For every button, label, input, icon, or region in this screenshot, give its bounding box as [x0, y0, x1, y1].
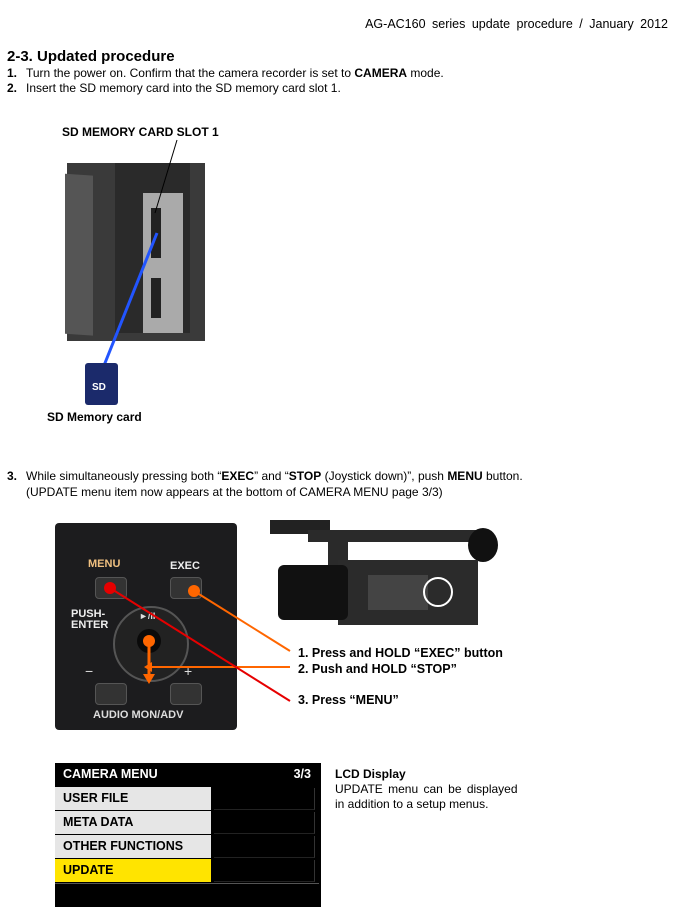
- menu-divider: [55, 883, 319, 884]
- lcd-note: LCD Display UPDATE menu can be displayed…: [335, 767, 518, 812]
- step-text: While simultaneously pressing both “: [26, 469, 222, 483]
- step-text: mode.: [407, 66, 444, 80]
- svg-text:SD: SD: [92, 382, 106, 393]
- play-pause-icon: ►/II: [139, 611, 156, 621]
- push-label: PUSH-: [71, 608, 106, 620]
- step-number: 1.: [7, 66, 18, 80]
- sd-slot-label: SD MEMORY CARD SLOT 1: [62, 125, 219, 139]
- callout-exec: 1. Press and HOLD “EXEC” button: [298, 646, 503, 660]
- step-number: 3.: [7, 469, 18, 483]
- exec-label: EXEC: [170, 560, 200, 572]
- button-panel-photo: MENU EXEC PUSH-ENTER ►/II − + AUDIO MON/…: [55, 523, 237, 730]
- step-bold: EXEC: [221, 469, 255, 483]
- joystick: [137, 629, 161, 653]
- step-3-note: (UPDATE menu item now appears at the bot…: [26, 485, 443, 499]
- page-header: AG-AC160 series update procedure / Janua…: [365, 17, 668, 31]
- menu-value: [214, 836, 315, 858]
- lcd-note-line: UPDATE menu can be displayed: [335, 782, 518, 796]
- audio-label: AUDIO MON/ADV: [93, 709, 184, 721]
- sd-card-label: SD Memory card: [47, 410, 142, 424]
- camera-menu-display: CAMERA MENU 3/3 USER FILE META DATA OTHE…: [55, 763, 321, 907]
- enter-label: ENTER: [71, 619, 109, 631]
- step-text: Insert the SD memory card into the SD me…: [26, 81, 341, 95]
- step-number: 2.: [7, 81, 18, 95]
- step-bold: CAMERA: [354, 66, 408, 80]
- menu-item-user-file[interactable]: USER FILE: [55, 787, 211, 810]
- step-text: (Joystick down)”, push: [321, 469, 448, 483]
- sd-card-icon: [85, 363, 118, 405]
- callout-stop: 2. Push and HOLD “STOP”: [298, 662, 457, 676]
- minus-label: −: [85, 663, 94, 679]
- step-text: button.: [482, 469, 523, 483]
- callout-menu: 3. Press “MENU”: [298, 693, 399, 707]
- plus-label: +: [184, 663, 193, 679]
- plus-button: [170, 683, 202, 705]
- step-3: 3. While simultaneously pressing both “EX…: [7, 469, 523, 483]
- step-bold: MENU: [447, 469, 483, 483]
- menu-button: [95, 577, 127, 599]
- step-1: 1. Turn the power on. Confirm that the ca…: [7, 66, 444, 80]
- menu-value: [214, 788, 315, 810]
- menu-item-meta-data[interactable]: META DATA: [55, 811, 211, 834]
- step-bold: STOP: [288, 469, 322, 483]
- camcorder-photo: [270, 520, 498, 625]
- menu-page: 3/3: [293, 767, 311, 781]
- lcd-note-line: in addition to a setup menus.: [335, 797, 489, 811]
- lcd-note-title: LCD Display: [335, 767, 406, 781]
- menu-value: [214, 812, 315, 834]
- section-title: 2-3. Updated procedure: [7, 48, 175, 65]
- minus-button: [95, 683, 127, 705]
- menu-item-other-functions[interactable]: OTHER FUNCTIONS: [55, 835, 211, 858]
- step-text: ” and “: [254, 469, 289, 483]
- menu-label: MENU: [88, 558, 121, 570]
- step-2: 2. Insert the SD memory card into the SD …: [7, 81, 341, 95]
- menu-item-update[interactable]: UPDATE: [55, 859, 211, 882]
- camera-menu-title: CAMERA MENU 3/3: [55, 763, 321, 786]
- menu-title: CAMERA MENU: [63, 767, 158, 781]
- exec-button: [170, 577, 202, 599]
- sd-slot-photo: SD: [65, 139, 205, 405]
- step-text: Turn the power on. Confirm that the came…: [26, 66, 355, 80]
- menu-value: [214, 860, 315, 882]
